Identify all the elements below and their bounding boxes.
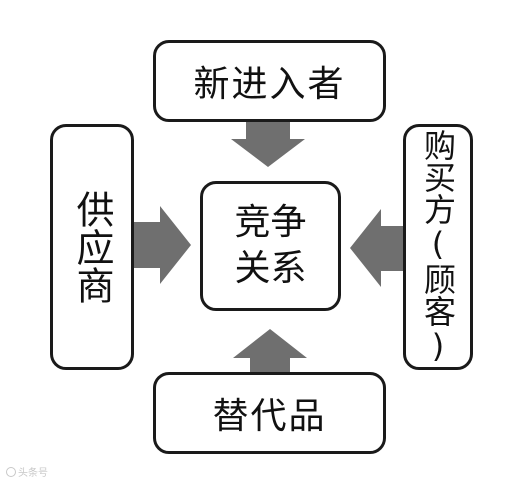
node-substitutes: 替代品 xyxy=(153,372,386,454)
watermark-text: 头条号 xyxy=(18,468,48,479)
node-suppliers-label: 供应商 xyxy=(70,190,114,304)
node-competition-label: 竞争关系 xyxy=(234,202,307,289)
watermark-logo-icon xyxy=(6,466,16,477)
node-new-entrants: 新进入者 xyxy=(153,40,386,122)
node-suppliers: 供应商 xyxy=(50,124,134,370)
arrow-down-icon xyxy=(231,122,305,167)
node-buyers-label: 购买方(顾客) xyxy=(419,129,457,365)
arrow-left-icon xyxy=(350,209,403,287)
arrow-up-icon xyxy=(233,329,307,372)
node-substitutes-label: 替代品 xyxy=(212,396,327,437)
node-buyers: 购买方(顾客) xyxy=(403,124,473,370)
node-new-entrants-label: 新进入者 xyxy=(193,64,346,105)
arrow-right-icon xyxy=(134,206,191,284)
node-competition: 竞争关系 xyxy=(200,181,341,311)
watermark: 头条号 xyxy=(6,464,48,479)
